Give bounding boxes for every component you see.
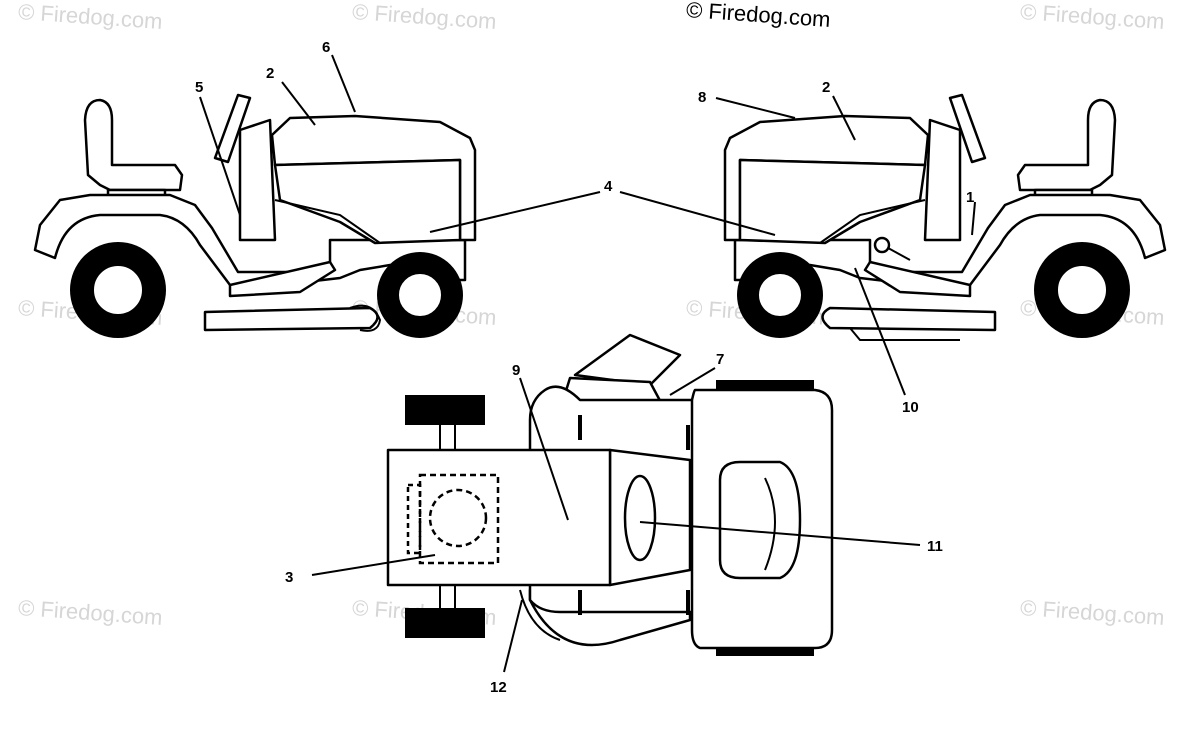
callout-4: 4: [604, 178, 613, 195]
callout-6: 6: [322, 39, 330, 56]
tractor-left-view: [33, 93, 477, 338]
callout-2-left: 2: [266, 65, 274, 82]
callout-11: 11: [927, 538, 943, 555]
callout-8: 8: [698, 89, 706, 106]
callout-labels: 1 2 2 3 4 5 6 7 8 9 10 11 12: [195, 39, 974, 696]
leader-lines: [199, 54, 976, 673]
callout-1: 1: [966, 189, 974, 206]
callout-7: 7: [716, 351, 724, 368]
tractor-right-view: [723, 93, 1167, 341]
callout-5: 5: [195, 79, 203, 96]
callout-12: 12: [490, 679, 507, 696]
callout-9: 9: [512, 362, 520, 379]
callout-10: 10: [902, 399, 919, 416]
callout-2-right: 2: [822, 79, 830, 96]
callout-3: 3: [285, 569, 293, 586]
tractor-top-view: [386, 333, 834, 656]
